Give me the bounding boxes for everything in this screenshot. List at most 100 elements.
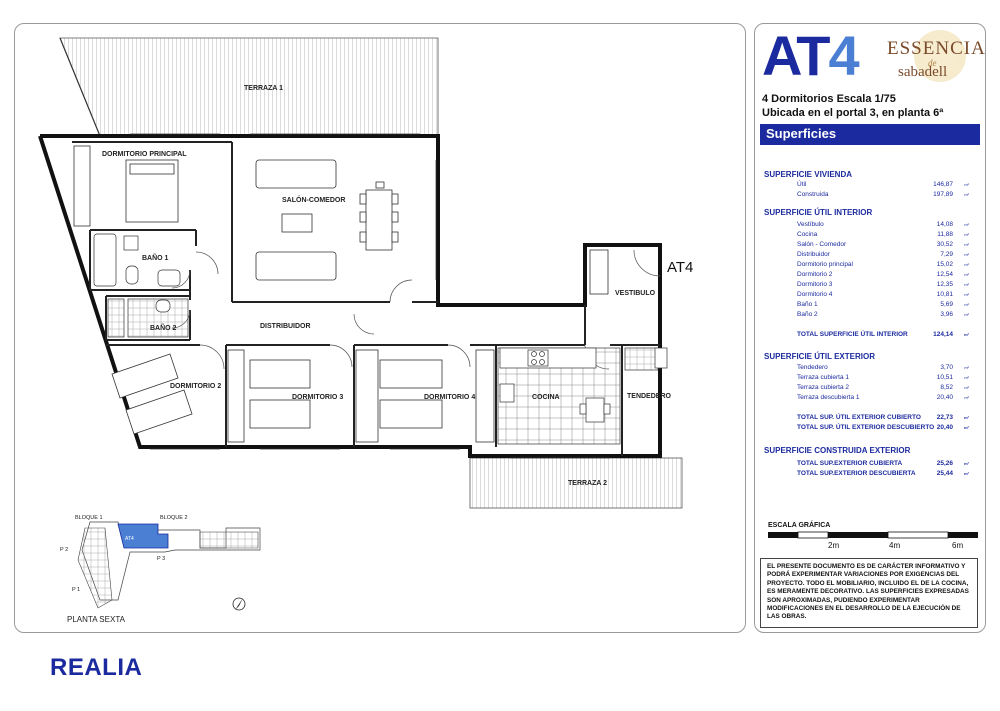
scale-title: ESCALA GRÁFICA (768, 522, 831, 529)
row-label: TOTAL SUP. ÚTIL EXTERIOR DESCUBIERTO (797, 424, 935, 431)
total-row: TOTAL SUP.EXTERIOR CUBIERTA 25,26 m² (797, 460, 977, 469)
row-unit: m² (964, 242, 969, 247)
row-value: 14,08 (936, 221, 953, 228)
key-plan-bloque-2: BLOQUE 2 (160, 515, 188, 521)
row-label: Dormitorio principal (797, 261, 853, 268)
row-unit: m² (964, 292, 969, 297)
disclaimer: EL PRESENTE DOCUMENTO ES DE CARÁCTER INF… (760, 558, 978, 628)
label-bano-1: BAÑO 1 (142, 253, 169, 262)
label-dormitorio-2: DORMITORIO 2 (170, 383, 221, 390)
key-plan-bloque-1: BLOQUE 1 (75, 515, 103, 521)
surface-row: Baño 2 3,96 m² (797, 311, 977, 320)
row-unit: m² (964, 415, 969, 420)
row-value: 30,52 (936, 241, 953, 248)
row-label: Baño 2 (797, 311, 818, 318)
surface-row: Vestíbulo 14,08 m² (797, 221, 977, 230)
subtitle-line-1: 4 Dormitorios Escala 1/75 (762, 93, 896, 105)
row-unit: m² (964, 332, 969, 337)
label-vestibulo: VESTIBULO (615, 290, 656, 297)
row-label: Dormitorio 3 (797, 281, 833, 288)
row-value: 10,81 (936, 291, 953, 298)
surface-row: Terraza descubierta 1 20,40 m² (797, 394, 977, 403)
windows (130, 133, 610, 459)
row-label: Cocina (797, 231, 818, 238)
row-unit: m² (964, 222, 969, 227)
scale-label-4m: 4m (889, 541, 901, 550)
row-unit: m² (964, 395, 969, 400)
row-label: Terraza cubierta 2 (797, 384, 850, 391)
outer-walls (38, 134, 662, 458)
unit-code-prefix: AT (762, 24, 830, 87)
row-label: Dormitorio 4 (797, 291, 833, 298)
label-dormitorio-3: DORMITORIO 3 (292, 394, 343, 401)
brand-de: de (928, 58, 937, 68)
row-value: 3,96 (940, 311, 953, 318)
row-unit: m² (964, 252, 969, 257)
vestibulo-closet (589, 249, 609, 295)
label-distribuidor: DISTRIBUIDOR (260, 323, 311, 330)
row-value: 25,26 (936, 460, 953, 467)
row-unit: m² (964, 272, 969, 277)
beds-dorm-2 (111, 349, 245, 443)
row-unit: m² (964, 375, 969, 380)
row-label: Terraza descubierta 1 (797, 394, 860, 401)
beds-dorm-3 (249, 349, 379, 443)
floor-label: PLANTA SEXTA (67, 615, 125, 624)
row-unit: m² (964, 282, 969, 287)
key-plan-p2: P 2 (60, 547, 68, 553)
label-dormitorio-4: DORMITORIO 4 (424, 394, 475, 401)
bath-2-fixtures (107, 298, 189, 338)
row-label: Vestíbulo (797, 221, 824, 228)
row-value: 20,40 (936, 394, 953, 401)
label-salon-comedor: SALÓN-COMEDOR (282, 195, 345, 204)
scale-bar (768, 531, 978, 539)
row-unit: m² (964, 192, 969, 197)
key-plan-p1: P 1 (72, 587, 80, 593)
realia-logo: REALIA (50, 654, 143, 681)
surface-row: Dormitorio 4 10,81 m² (797, 291, 977, 300)
salon-furniture (255, 159, 399, 281)
label-terraza-2: TERRAZA 2 (568, 480, 607, 487)
label-cocina: COCINA (532, 394, 560, 401)
row-value: 10,51 (936, 374, 953, 381)
row-unit: m² (964, 302, 969, 307)
unit-code-number: 4 (828, 24, 860, 87)
row-label: TOTAL SUP.EXTERIOR CUBIERTA (797, 460, 903, 467)
label-tendedero: TENDEDERO (627, 393, 672, 400)
row-unit: m² (964, 232, 969, 237)
key-plan: AT4 BLOQUE 1 BLOQUE 2 P 2 P 1 P 3 (60, 515, 261, 609)
row-label: Tendedero (797, 364, 828, 371)
brand-name: ESSENCIA (887, 38, 986, 59)
row-label: TOTAL SUP. ÚTIL EXTERIOR CUBIERTO (797, 414, 921, 421)
tendedero-fixtures (624, 347, 668, 371)
row-unit: m² (964, 312, 969, 317)
interior-walls (72, 141, 660, 456)
row-label: Baño 1 (797, 301, 818, 308)
row-value: 12,54 (936, 271, 953, 278)
row-value: 8,52 (940, 384, 953, 391)
terraza-2 (469, 457, 683, 509)
row-label: Construida (797, 191, 829, 198)
row-unit: m² (964, 262, 969, 267)
row-unit: m² (964, 461, 969, 466)
label-bano-2: BAÑO 2 (150, 323, 177, 332)
brand-seal-icon (914, 30, 966, 82)
row-label: Distribuidor (797, 251, 830, 258)
section-util-exterior-title: SUPERFICIE ÚTIL EXTERIOR (764, 352, 875, 361)
unit-tag: AT4 (667, 259, 693, 276)
